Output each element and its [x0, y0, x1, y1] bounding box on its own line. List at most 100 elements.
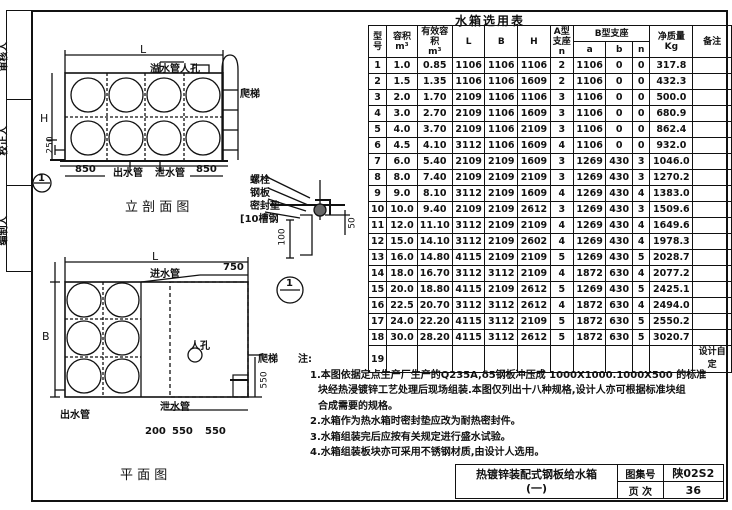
- plan-ladder-label: 爬梯: [258, 354, 278, 365]
- table-cell: 1609: [517, 73, 551, 90]
- table-cell: 0: [631, 105, 651, 122]
- table-cell: 1269: [572, 153, 607, 170]
- table-cell: 28.20: [416, 329, 453, 346]
- table-cell: [386, 345, 418, 373]
- table-cell: [692, 281, 732, 298]
- page-value: 36: [662, 481, 725, 499]
- table-cell: 4: [631, 217, 651, 234]
- table-cell: 0: [605, 121, 633, 138]
- table-cell: 430: [605, 217, 633, 234]
- table-cell: 3: [631, 201, 651, 218]
- table-cell: 1609: [517, 105, 551, 122]
- table-cell: 2109: [517, 249, 551, 266]
- plan-dim-750: 750: [223, 262, 244, 273]
- plan-dim-200: 200: [145, 426, 166, 437]
- table-cell: 3: [549, 105, 574, 122]
- table-cell: [692, 233, 732, 250]
- table-cell: [692, 217, 732, 234]
- elev-drain-label: 泄水管: [155, 168, 185, 179]
- table-cell: 2: [549, 57, 574, 74]
- atlas-value: 陕02S2: [662, 464, 725, 482]
- table-cell: [549, 345, 574, 373]
- table-cell: 18: [367, 329, 388, 346]
- table-cell: 17: [367, 313, 388, 330]
- table-cell: 4115: [451, 329, 486, 346]
- table-cell: 9.40: [416, 201, 453, 218]
- table-cell: 1046.0: [649, 153, 694, 170]
- table-cell: 3: [367, 89, 388, 106]
- table-cell: 3: [631, 169, 651, 186]
- col-b-b: b: [605, 41, 633, 58]
- table-cell: 5: [367, 121, 388, 138]
- plan-drain-label: 泄水管: [160, 402, 190, 413]
- table-cell: 2109: [517, 121, 551, 138]
- table-cell: 9: [367, 185, 388, 202]
- table-cell: 1269: [572, 281, 607, 298]
- drawing-name: 热镀锌装配式钢板给水箱: [476, 467, 597, 481]
- note-line-6: 4.水箱组装板块亦可采用不锈钢材质,由设计人选用。: [310, 447, 545, 458]
- table-cell: 14.10: [416, 233, 453, 250]
- table-cell: 0: [605, 137, 633, 154]
- table-cell: [692, 185, 732, 202]
- plan-outlet-label: 出水管: [60, 410, 90, 421]
- table-cell: 7: [367, 153, 388, 170]
- table-cell: 430: [605, 233, 633, 250]
- table-cell: 1872: [572, 265, 607, 282]
- col-no: 型号: [367, 25, 388, 58]
- table-cell: 5.40: [416, 153, 453, 170]
- table-cell: 4.0: [386, 121, 418, 138]
- table-cell: [692, 201, 732, 218]
- table-cell: 3020.7: [649, 329, 694, 346]
- table-cell: 630: [605, 265, 633, 282]
- table-cell: 0: [605, 105, 633, 122]
- table-cell: 2494.0: [649, 297, 694, 314]
- table-cell: 14.80: [416, 249, 453, 266]
- elev-manhole: [192, 64, 210, 74]
- table-cell: 2109: [484, 185, 519, 202]
- table-cell: 2109: [484, 169, 519, 186]
- table-cell: 0.85: [416, 57, 453, 74]
- table-cell: 8: [367, 169, 388, 186]
- table-cell: 1872: [572, 329, 607, 346]
- table-cell: 16.0: [386, 249, 418, 266]
- table-cell: 2612: [517, 297, 551, 314]
- table-cell: 2109: [484, 201, 519, 218]
- plan-dim-B-label: B: [42, 330, 50, 343]
- table-cell: 15.0: [386, 233, 418, 250]
- table-cell: 1872: [572, 313, 607, 330]
- table-cell: 5: [549, 249, 574, 266]
- col-B: B: [484, 25, 519, 58]
- table-cell: 6: [367, 137, 388, 154]
- table-cell: [451, 345, 486, 373]
- table-cell: 1106: [517, 89, 551, 106]
- table-cell: 5: [549, 329, 574, 346]
- table-cell: [692, 249, 732, 266]
- note-line-1: 1.本图依据定点生产厂生产的Q235A,δ5钢板冲压成 1000X1000.10…: [310, 369, 707, 381]
- plan-title: 平 面 图: [120, 468, 168, 483]
- table-cell: 1106: [572, 57, 607, 74]
- table-cell: 5: [631, 329, 651, 346]
- table-cell: [692, 169, 732, 186]
- table-cell: 1.5: [386, 73, 418, 90]
- elev-title: 立 剖 面 图: [125, 200, 190, 215]
- plan-manhole-label: 人孔: [190, 341, 210, 352]
- elev-manhole-label: 人孔: [180, 64, 200, 75]
- table-cell: 1609: [517, 137, 551, 154]
- table-cell: 4: [631, 297, 651, 314]
- table-cell: 1106: [484, 89, 519, 106]
- table-cell: 2109: [517, 169, 551, 186]
- detail-dim-100: 100: [277, 228, 288, 246]
- table-cell: 4: [549, 185, 574, 202]
- table-cell: [692, 313, 732, 330]
- table-cell: 4: [631, 233, 651, 250]
- plan-dim-L-label: L: [152, 250, 159, 263]
- plan-inlet-label: 进水管: [150, 269, 180, 280]
- table-cell: 1269: [572, 217, 607, 234]
